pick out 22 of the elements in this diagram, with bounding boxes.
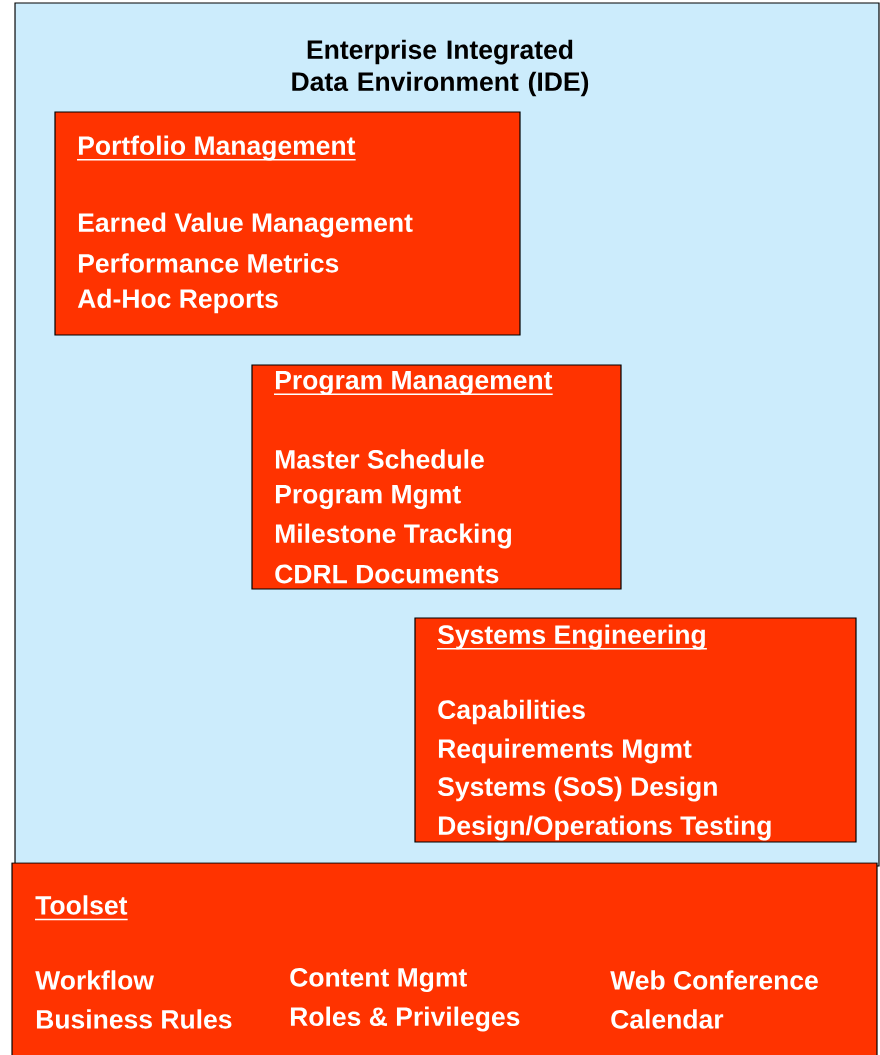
box-heading: Systems Engineering xyxy=(436,624,708,650)
box-heading: Toolset xyxy=(34,895,129,921)
box-heading: Program Management xyxy=(273,371,554,396)
box-heading: Portfolio Management xyxy=(76,135,357,161)
list-item: Content Mgmt xyxy=(290,967,467,993)
list-item: Master Schedule xyxy=(275,449,484,469)
list-item: Ad-Hoc Reports xyxy=(77,288,278,314)
list-item: CDRL Documents xyxy=(275,564,499,584)
list-item: Web Conference xyxy=(610,970,818,990)
list-item: Milestone Tracking xyxy=(275,523,511,549)
list-item: Performance Metrics xyxy=(78,253,339,273)
list-item: Roles & Privileges xyxy=(290,1006,520,1032)
list-item: Requirements Mgmt xyxy=(438,738,692,764)
list-item: Systems (SoS) Design xyxy=(437,776,717,802)
list-item: Workflow xyxy=(35,970,155,990)
list-item: Earned Value Management xyxy=(78,212,413,238)
panel-title: Enterprise Integrated Data Environment (IDE) xyxy=(292,39,589,97)
list-item: Program Mgmt xyxy=(275,485,461,509)
list-item: Capabilities xyxy=(438,699,585,725)
list-item: Calendar xyxy=(611,1009,724,1029)
list-item: Business Rules xyxy=(36,1009,232,1029)
list-item: Design/Operations Testing xyxy=(438,815,771,841)
